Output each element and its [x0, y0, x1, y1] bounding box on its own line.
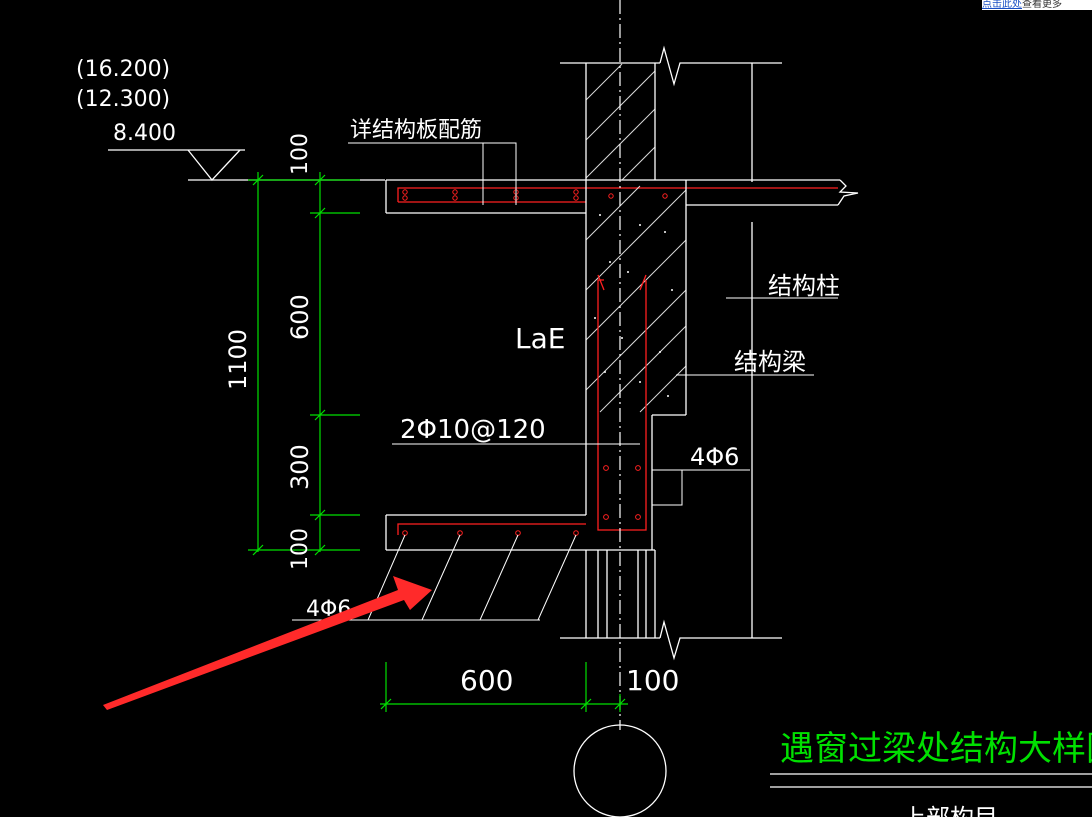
red-annotation-arrow [103, 576, 432, 710]
top-slab [385, 179, 859, 214]
canopy-rebar-dots [402, 530, 579, 536]
rebar-4phi6-right-label: 4Φ6 [690, 443, 739, 471]
view-more-text: 查看更多 [1022, 0, 1062, 10]
dim-bottom-100-horiz: 100 [626, 664, 679, 697]
canopy-rebar [397, 523, 586, 535]
canopy-slab [385, 514, 655, 551]
top-link-bar: 点击此处查看更多 [982, 0, 1092, 10]
canopy-leaders [292, 534, 577, 621]
beam-label: 结构梁 [734, 348, 806, 376]
rebar-2phi10-label: 2Φ10@120 [400, 415, 546, 445]
horizontal-dimension-lines [380, 662, 628, 712]
column-label: 结构柱 [768, 272, 840, 300]
dim-bottom-600: 600 [460, 664, 513, 697]
beam-rebar-dots [603, 465, 641, 520]
dim-bottom-100: 100 [288, 528, 313, 570]
dim-total-1100: 1100 [224, 329, 252, 390]
dim-600: 600 [286, 294, 314, 340]
beam-hatch [585, 185, 687, 413]
dim-300: 300 [286, 444, 314, 490]
lae-label: LaE [515, 322, 565, 355]
dim-top-100: 100 [288, 133, 313, 175]
column-outline [560, 45, 782, 661]
level-8400: 8.400 [113, 121, 176, 146]
drawing-title: 遇窗过梁处结构大样图 [780, 729, 1092, 769]
concrete-specks [594, 214, 673, 397]
level-12300: (12.300) [76, 87, 170, 112]
label-leaders [348, 142, 838, 506]
vertical-dimension-lines [248, 172, 360, 556]
drawing-subtitle: 上部构目 [902, 804, 998, 817]
beam-stirrup [597, 274, 647, 531]
slab-rebar-note: 详结构板配筋 [350, 118, 482, 143]
level-16200: (16.200) [76, 57, 170, 82]
axis-bubble [573, 724, 667, 817]
view-more-link[interactable]: 点击此处 [982, 0, 1022, 10]
lintel-beam [585, 180, 687, 550]
level-marker [108, 149, 385, 181]
top-slab-rebar [397, 187, 838, 203]
title-underlines [770, 773, 1092, 788]
